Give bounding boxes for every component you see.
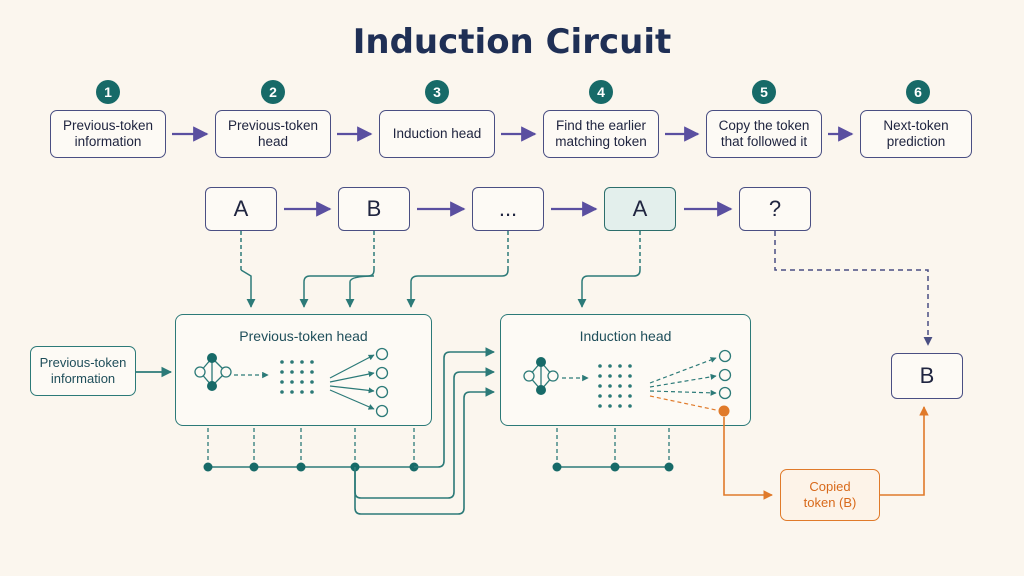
prev-head-graph bbox=[194, 353, 269, 391]
step-3-badge: 3 bbox=[425, 80, 449, 104]
token-query: ? bbox=[739, 187, 811, 231]
copied-output-node bbox=[718, 405, 730, 417]
head-to-head-lines bbox=[354, 347, 495, 515]
output-token-b: B bbox=[891, 353, 963, 399]
induction-head-graph bbox=[523, 357, 589, 395]
step-6-box: Next-token prediction bbox=[860, 110, 972, 158]
token-to-head-lines bbox=[240, 231, 641, 308]
previous-token-info-box: Previous-token information bbox=[30, 346, 136, 396]
step-2-box: Previous-token head bbox=[215, 110, 331, 158]
step-3-box: Induction head bbox=[379, 110, 495, 158]
induction-head-outputs bbox=[718, 349, 732, 400]
token-a-first: A bbox=[205, 187, 277, 231]
induction-head-rays bbox=[649, 357, 717, 396]
prev-head-outputs bbox=[375, 347, 389, 418]
previous-token-head-panel: Previous-token head bbox=[175, 314, 432, 426]
prev-head-rays bbox=[329, 354, 375, 410]
induction-head-dot-grid bbox=[598, 364, 632, 408]
step-1-box: Previous-token information bbox=[50, 110, 166, 158]
step-5-badge: 5 bbox=[752, 80, 776, 104]
previous-token-head-title: Previous-token head bbox=[239, 328, 368, 344]
token-ellipsis: ... bbox=[472, 187, 544, 231]
copied-token-box: Copied token (B) bbox=[780, 469, 880, 521]
step-4-box: Find the earlier matching token bbox=[543, 110, 659, 158]
token-a-current: A bbox=[604, 187, 676, 231]
prev-head-taps bbox=[207, 428, 415, 464]
copied-box-to-output-arrow bbox=[880, 406, 929, 496]
induction-head-title: Induction head bbox=[579, 328, 672, 344]
step-6-badge: 6 bbox=[906, 80, 930, 104]
induction-head-copy-ray bbox=[649, 395, 717, 411]
induction-head-bus-nodes bbox=[552, 462, 674, 472]
step-2-badge: 2 bbox=[261, 80, 285, 104]
page-title: Induction Circuit bbox=[352, 22, 672, 62]
query-to-output-line bbox=[774, 231, 933, 346]
prev-head-dot-grid bbox=[280, 360, 314, 394]
induction-head-panel: Induction head bbox=[500, 314, 751, 426]
step-5-box: Copy the token that followed it bbox=[706, 110, 822, 158]
copy-to-copied-box-arrow bbox=[723, 417, 773, 500]
step-4-badge: 4 bbox=[589, 80, 613, 104]
token-b: B bbox=[338, 187, 410, 231]
induction-head-taps bbox=[556, 428, 670, 464]
step-1-badge: 1 bbox=[96, 80, 120, 104]
